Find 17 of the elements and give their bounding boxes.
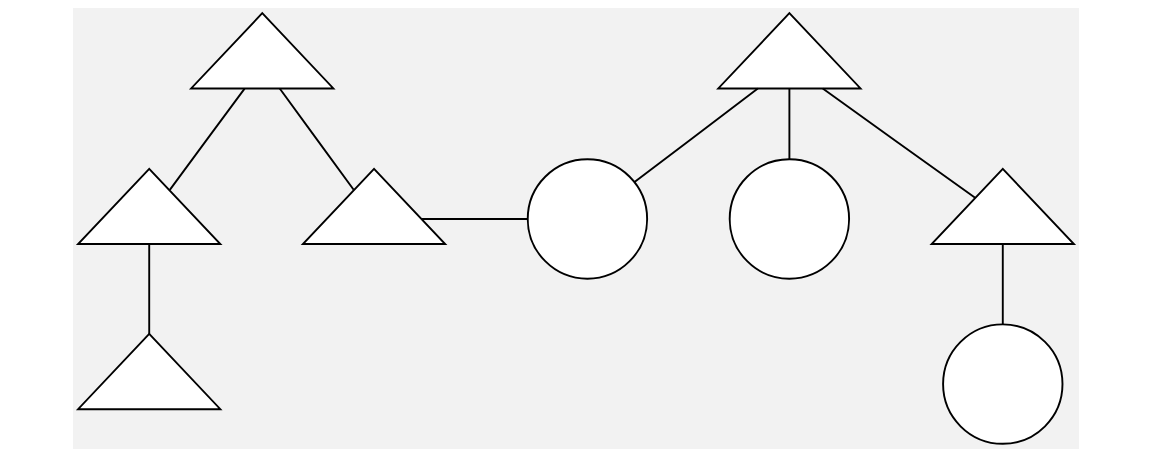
connector bbox=[278, 87, 355, 191]
node-triangle bbox=[188, 11, 336, 90]
node-triangle bbox=[75, 332, 223, 411]
node-circle bbox=[941, 323, 1063, 445]
connector bbox=[147, 243, 150, 335]
connector bbox=[787, 87, 790, 160]
node-triangle bbox=[300, 167, 447, 245]
connector bbox=[821, 87, 976, 199]
node-circle bbox=[526, 158, 648, 280]
connector bbox=[420, 218, 528, 220]
connector bbox=[633, 87, 759, 183]
connector bbox=[168, 87, 246, 191]
connector bbox=[1001, 243, 1004, 326]
node-triangle bbox=[715, 11, 863, 90]
node-circle bbox=[728, 158, 850, 280]
node-triangle bbox=[928, 167, 1076, 245]
node-triangle bbox=[75, 167, 223, 245]
